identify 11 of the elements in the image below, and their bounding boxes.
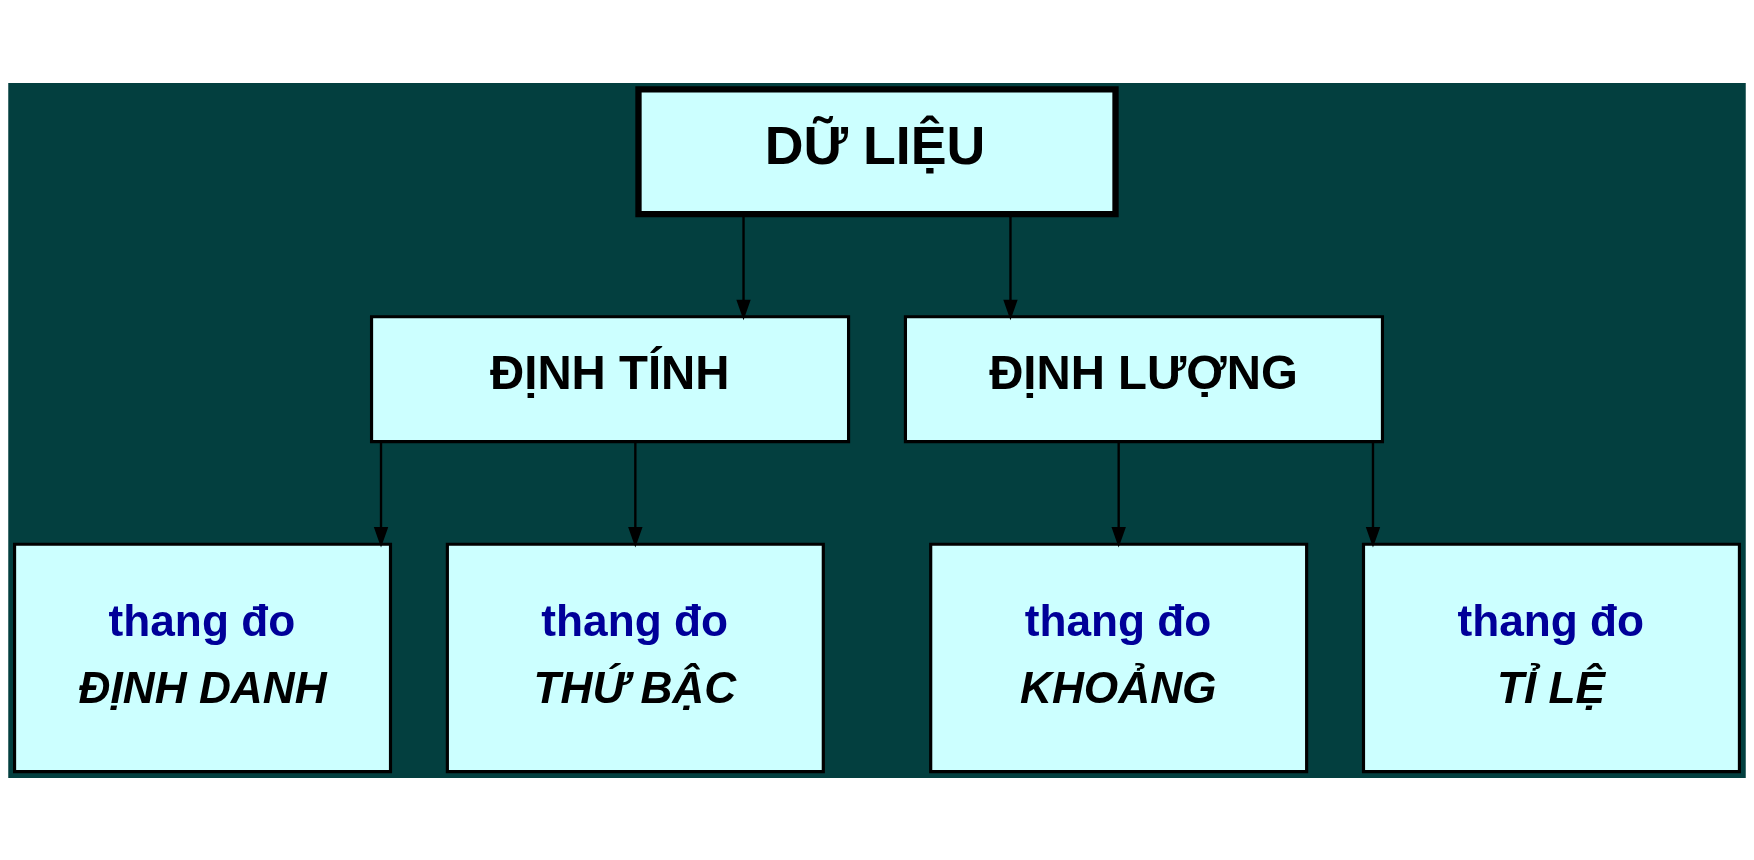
node-box: thang đo KHOẢNG [929, 542, 1309, 773]
arrow [373, 441, 389, 548]
node-box: ĐỊNH LƯỢNG [903, 314, 1385, 443]
node-box: DỮ LIỆU [635, 85, 1119, 217]
node-box: thang đo TỈ LỆ [1361, 542, 1741, 773]
node-box: thang đo ĐỊNH DANH [13, 542, 393, 773]
arrow [1365, 441, 1381, 548]
node-box: thang đo THỨ BẬC [445, 542, 825, 773]
node-box: ĐỊNH TÍNH [369, 314, 851, 443]
arrow [1111, 441, 1126, 548]
arrow [628, 441, 643, 548]
